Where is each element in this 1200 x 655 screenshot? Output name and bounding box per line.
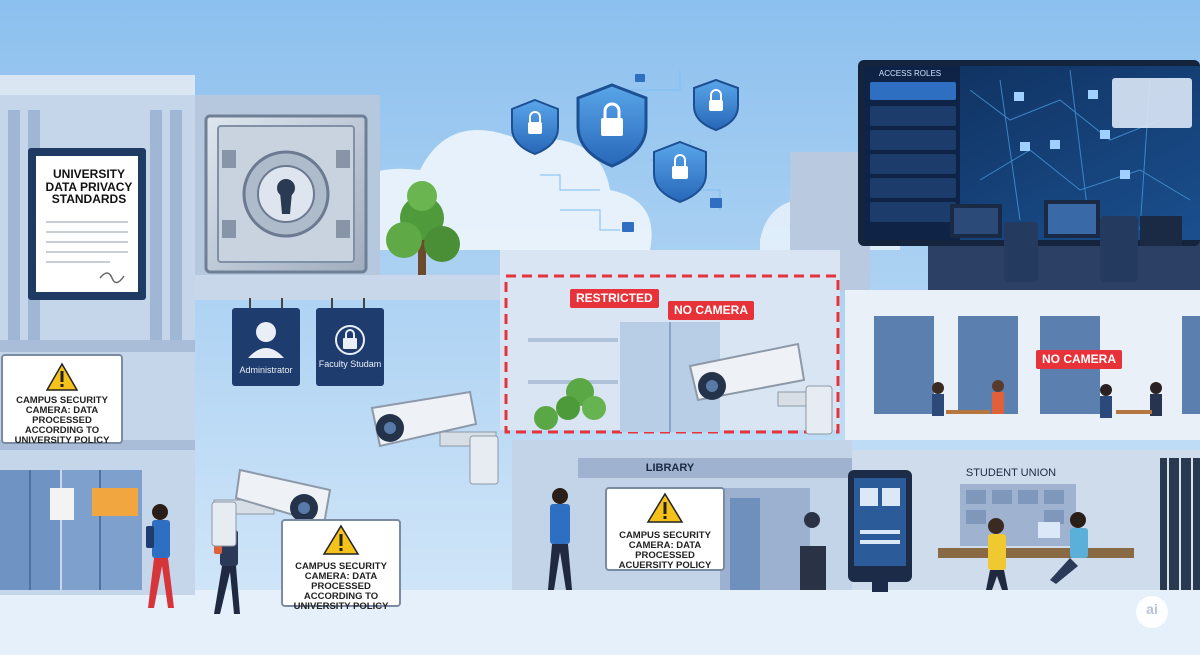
shield-lock-icon xyxy=(653,140,707,204)
camera-notice-middle-text: CAMPUS SECURITY CAMERA: DATA PROCESSED A… xyxy=(293,561,389,612)
lock-icon xyxy=(343,338,357,349)
person xyxy=(548,488,572,590)
person xyxy=(1038,512,1088,584)
desk-monitors xyxy=(950,200,1182,282)
policy-document-board xyxy=(28,148,146,300)
vault-icon xyxy=(204,114,368,274)
security-camera xyxy=(688,342,833,435)
administrator-role-sign xyxy=(232,298,300,386)
ai-badge xyxy=(1136,596,1168,628)
no-camera-tag-lounge: NO CAMERA xyxy=(1036,350,1122,369)
access-roles-header: ACCESS ROLES xyxy=(878,69,942,78)
camera-notice-sign-middle xyxy=(281,519,401,607)
security-camera xyxy=(211,468,332,547)
security-camera xyxy=(370,390,499,485)
person xyxy=(146,504,174,608)
access-roles-monitor xyxy=(858,60,1200,246)
administrator-label: Administrator xyxy=(239,365,293,375)
library-sign: LIBRARY xyxy=(645,462,695,474)
camera-notice-left-text: CAMPUS SECURITY CAMERA: DATA PROCESSED A… xyxy=(14,395,110,446)
faculty-student-label: Faculty Studam xyxy=(318,359,382,369)
tree xyxy=(386,181,460,275)
shield-lock-icon xyxy=(511,98,559,156)
ai-badge-label: ai xyxy=(1146,601,1158,617)
study-lounge xyxy=(845,290,1200,440)
users-icon xyxy=(256,322,276,342)
student-union-sign: STUDENT UNION xyxy=(965,467,1057,479)
camera-notice-sign-library xyxy=(605,487,725,571)
no-camera-tag: NO CAMERA xyxy=(668,301,754,320)
shield-lock-icon xyxy=(576,83,648,168)
notice-paper xyxy=(50,488,74,520)
camera-notice-library-text: CAMPUS SECURITY CAMERA: DATA PROCESSED A… xyxy=(618,530,712,571)
faculty-student-role-sign xyxy=(316,298,384,386)
policy-document-title: UNIVERSITY DATA PRIVACY STANDARDS xyxy=(45,167,133,207)
shield-lock-icon xyxy=(693,78,739,132)
person xyxy=(986,518,1008,590)
orange-notice xyxy=(92,488,138,516)
info-kiosk xyxy=(848,470,912,592)
camera-notice-sign-left xyxy=(1,354,123,444)
person xyxy=(932,380,1162,418)
restricted-tag: RESTRICTED xyxy=(570,289,659,308)
ground xyxy=(0,590,1200,655)
small-lock-icon xyxy=(622,74,722,232)
